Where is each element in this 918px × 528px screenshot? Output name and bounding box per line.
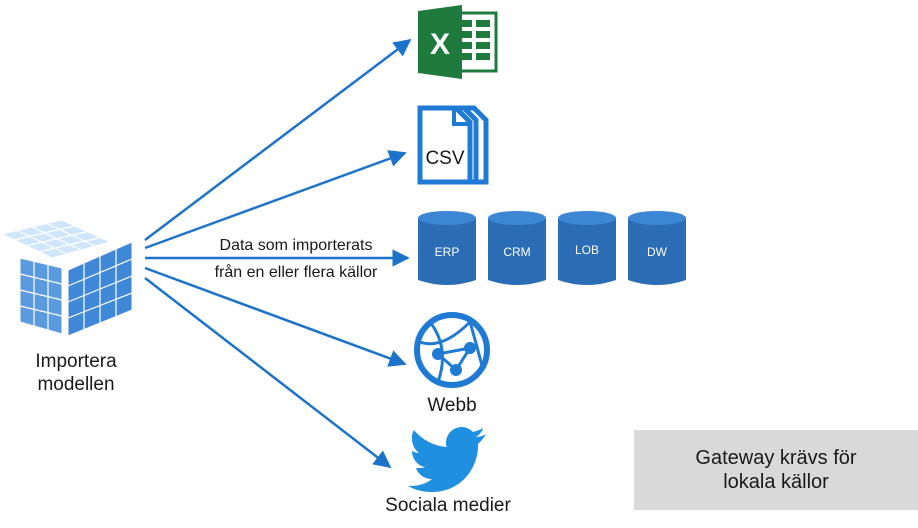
arrow-to-excel: [144, 38, 412, 241]
import-model-label-line2: modellen: [37, 374, 115, 395]
database-label-dw: DW: [647, 245, 668, 259]
gateway-note-box: Gateway krävs för lokala källor: [634, 430, 918, 510]
database-icon-erp: ERP: [418, 211, 476, 285]
csv-icon-text: CSV: [425, 148, 464, 169]
database-label-erp: ERP: [435, 245, 460, 259]
database-label-lob: LOB: [575, 243, 599, 257]
arrow-to-social: [144, 277, 392, 469]
arrow-to-csv: [144, 150, 407, 250]
excel-icon: X: [418, 5, 498, 79]
import-model-label-line1: Importera: [35, 351, 117, 372]
svg-text:X: X: [430, 28, 450, 61]
arrow-caption-line2: från en eller flera källor: [214, 264, 378, 281]
csv-file-icon: CSV: [417, 105, 489, 185]
import-model-label: Importera modellen: [10, 350, 142, 396]
web-label: Webb: [427, 395, 477, 416]
social-media-label: Sociala medier: [385, 495, 511, 516]
arrow-to-web: [144, 266, 407, 367]
database-icon-crm: CRM: [488, 211, 546, 285]
database-group: ERP CRM LOB DW: [418, 211, 686, 285]
gateway-note-line1: Gateway krävs för: [695, 447, 857, 469]
gateway-note-line2: lokala källor: [723, 471, 829, 493]
twitter-bird-icon: [408, 427, 486, 492]
database-icon-lob: LOB: [558, 211, 616, 285]
database-icon-dw: DW: [628, 211, 686, 285]
import-model-cube-icon: [0, 219, 133, 337]
arrow-caption-line1: Data som importerats: [219, 237, 373, 254]
database-label-crm: CRM: [503, 245, 530, 259]
globe-icon: [414, 312, 490, 388]
